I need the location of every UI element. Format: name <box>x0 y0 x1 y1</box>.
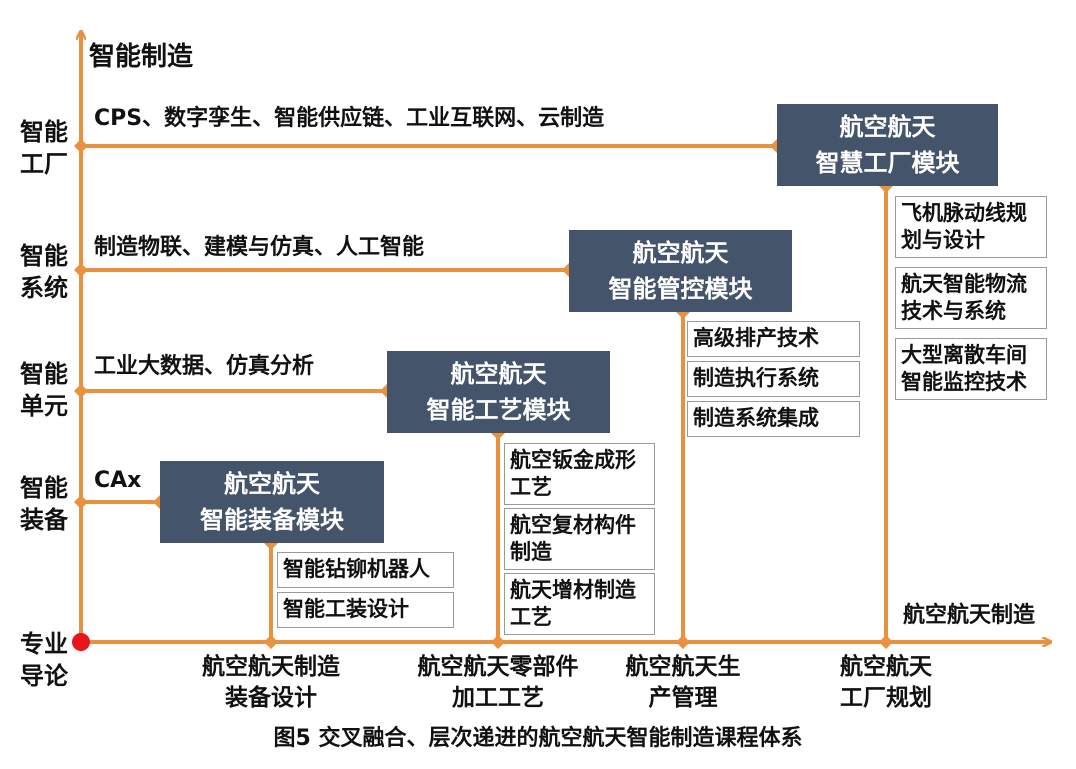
diamond <box>74 263 88 277</box>
course-box: 制造系统集成 <box>687 401 860 437</box>
course-box: 飞机脉动线规划与设计 <box>895 196 1047 258</box>
origin-label: 专业导论 <box>20 630 68 690</box>
module-smart-control: 航空航天智能管控模块 <box>569 230 792 312</box>
tech-equipment: CAx <box>94 468 142 493</box>
course-box: 航天智能物流技术与系统 <box>895 267 1047 329</box>
module-smart-factory: 航空航天智慧工厂模块 <box>777 104 998 186</box>
course-box: 航空钣金成形工艺 <box>504 443 655 505</box>
level-label-equipment: 智能装备 <box>20 474 68 534</box>
y-axis-title: 智能制造 <box>89 42 194 72</box>
tech-system: 制造物联、建模与仿真、人工智能 <box>94 235 425 260</box>
diamond <box>491 635 505 649</box>
tech-unit: 工业大数据、仿真分析 <box>94 354 315 379</box>
module-smart-equipment: 航空航天智能装备模块 <box>160 461 384 543</box>
diamond <box>74 384 88 398</box>
course-box: 高级排产技术 <box>687 321 860 357</box>
course-box: 制造执行系统 <box>687 361 860 397</box>
course-box: 航天增材制造工艺 <box>504 573 655 635</box>
course-box: 航空复材构件制造 <box>504 508 655 570</box>
level-label-unit: 智能单元 <box>20 360 68 420</box>
level-label-factory: 智能工厂 <box>20 118 68 178</box>
x-stage-label: 航空航天制造装备设计 <box>202 654 340 711</box>
course-box: 智能工装设计 <box>277 592 454 628</box>
x-stage-label: 航空航天生产管理 <box>625 654 741 711</box>
x-stage-label: 航空航天零部件加工工艺 <box>417 654 579 711</box>
module-smart-craft: 航空航天智能工艺模块 <box>387 351 610 433</box>
course-box: 大型离散车间智能监控技术 <box>895 338 1047 400</box>
figure-caption: 图5 交叉融合、层次递进的航空航天智能制造课程体系 <box>273 726 803 751</box>
diamond <box>74 495 88 509</box>
x-axis-title: 航空航天制造 <box>903 603 1036 628</box>
diamond <box>264 635 278 649</box>
diamond <box>879 635 893 649</box>
course-box: 智能钻铆机器人 <box>277 552 454 588</box>
origin-dot <box>72 633 90 651</box>
diamond <box>676 635 690 649</box>
level-label-system: 智能系统 <box>20 242 68 302</box>
diamond <box>74 139 88 153</box>
tech-factory: CPS、数字孪生、智能供应链、工业互联网、云制造 <box>94 106 605 131</box>
x-stage-label: 航空航天工厂规划 <box>840 654 932 711</box>
